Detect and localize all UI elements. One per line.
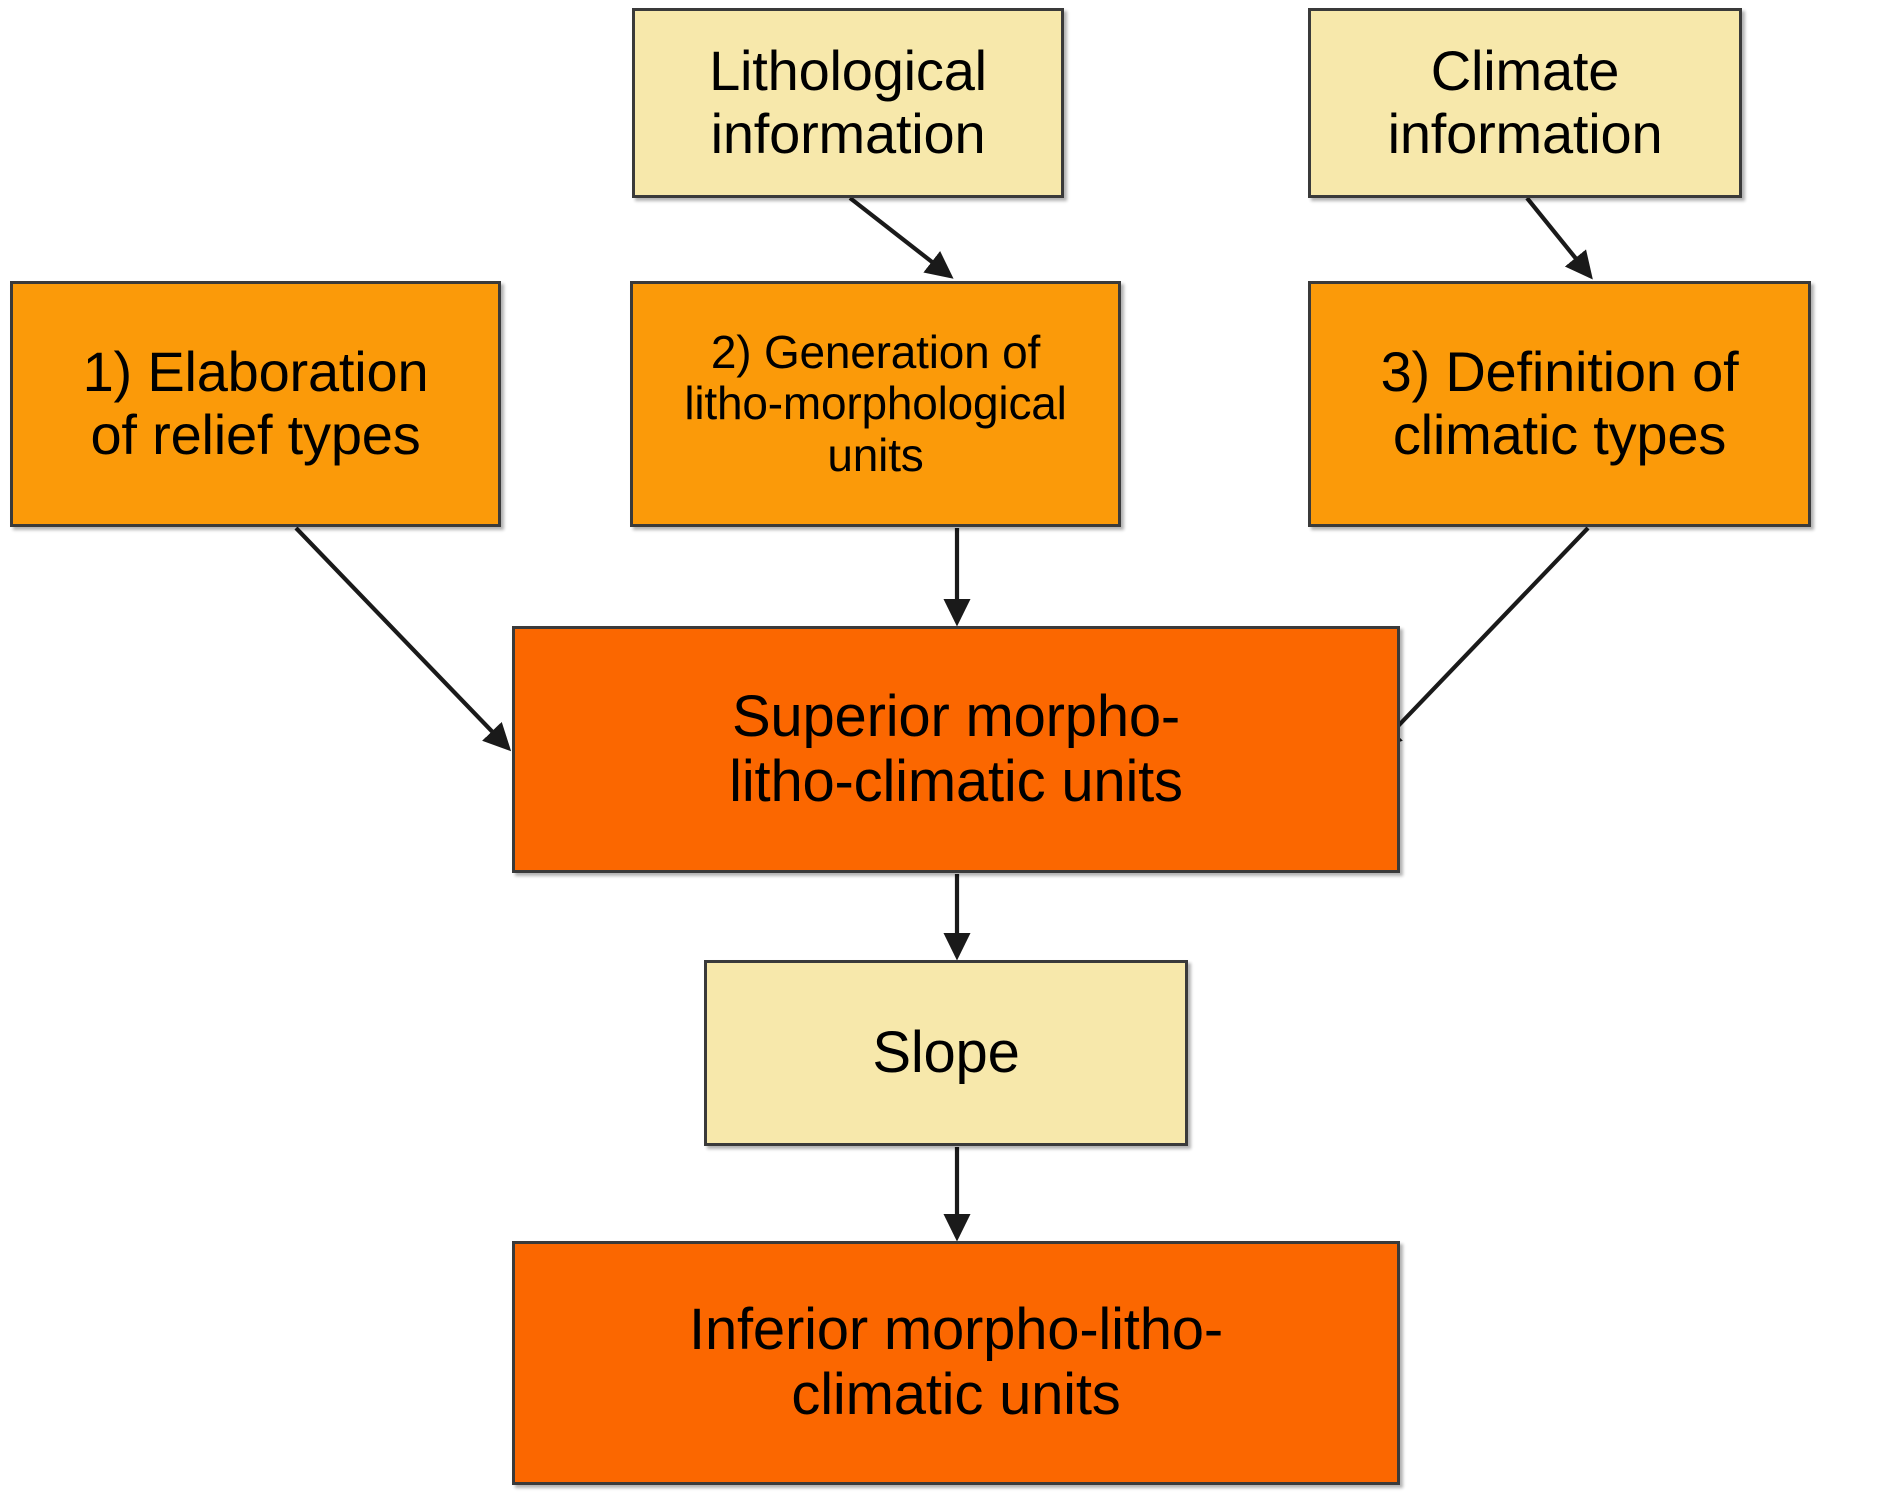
node-superior-morpho-litho-climatic-units: Superior morpho- litho-climatic units	[512, 626, 1400, 873]
node-label: 2) Generation of litho-morphological uni…	[684, 325, 1067, 481]
node-lithological-information: Lithological information	[632, 8, 1064, 198]
node-label: Inferior morpho-litho- climatic units	[689, 1297, 1223, 1427]
node-definition-of-climatic-types: 3) Definition of climatic types	[1308, 281, 1811, 527]
node-generation-of-litho-morphological-units: 2) Generation of litho-morphological uni…	[630, 281, 1121, 527]
node-label: Slope	[872, 1019, 1020, 1085]
node-inferior-morpho-litho-climatic-units: Inferior morpho-litho- climatic units	[512, 1241, 1400, 1485]
node-label: Climate information	[1387, 39, 1663, 165]
node-label: Superior morpho- litho-climatic units	[729, 683, 1183, 814]
node-label: Lithological information	[709, 39, 987, 165]
edge-climate-to-definition	[1525, 196, 1593, 280]
node-label: 1) Elaboration of relief types	[82, 340, 429, 466]
edge-lithological-to-generation	[848, 196, 954, 279]
node-slope: Slope	[704, 960, 1188, 1146]
node-climate-information: Climate information	[1308, 8, 1742, 198]
node-elaboration-of-relief-types: 1) Elaboration of relief types	[10, 281, 501, 527]
edge-elaboration-to-superior	[294, 526, 512, 752]
edge-definition-to-superior	[1373, 526, 1590, 752]
node-label: 3) Definition of climatic types	[1380, 340, 1739, 466]
